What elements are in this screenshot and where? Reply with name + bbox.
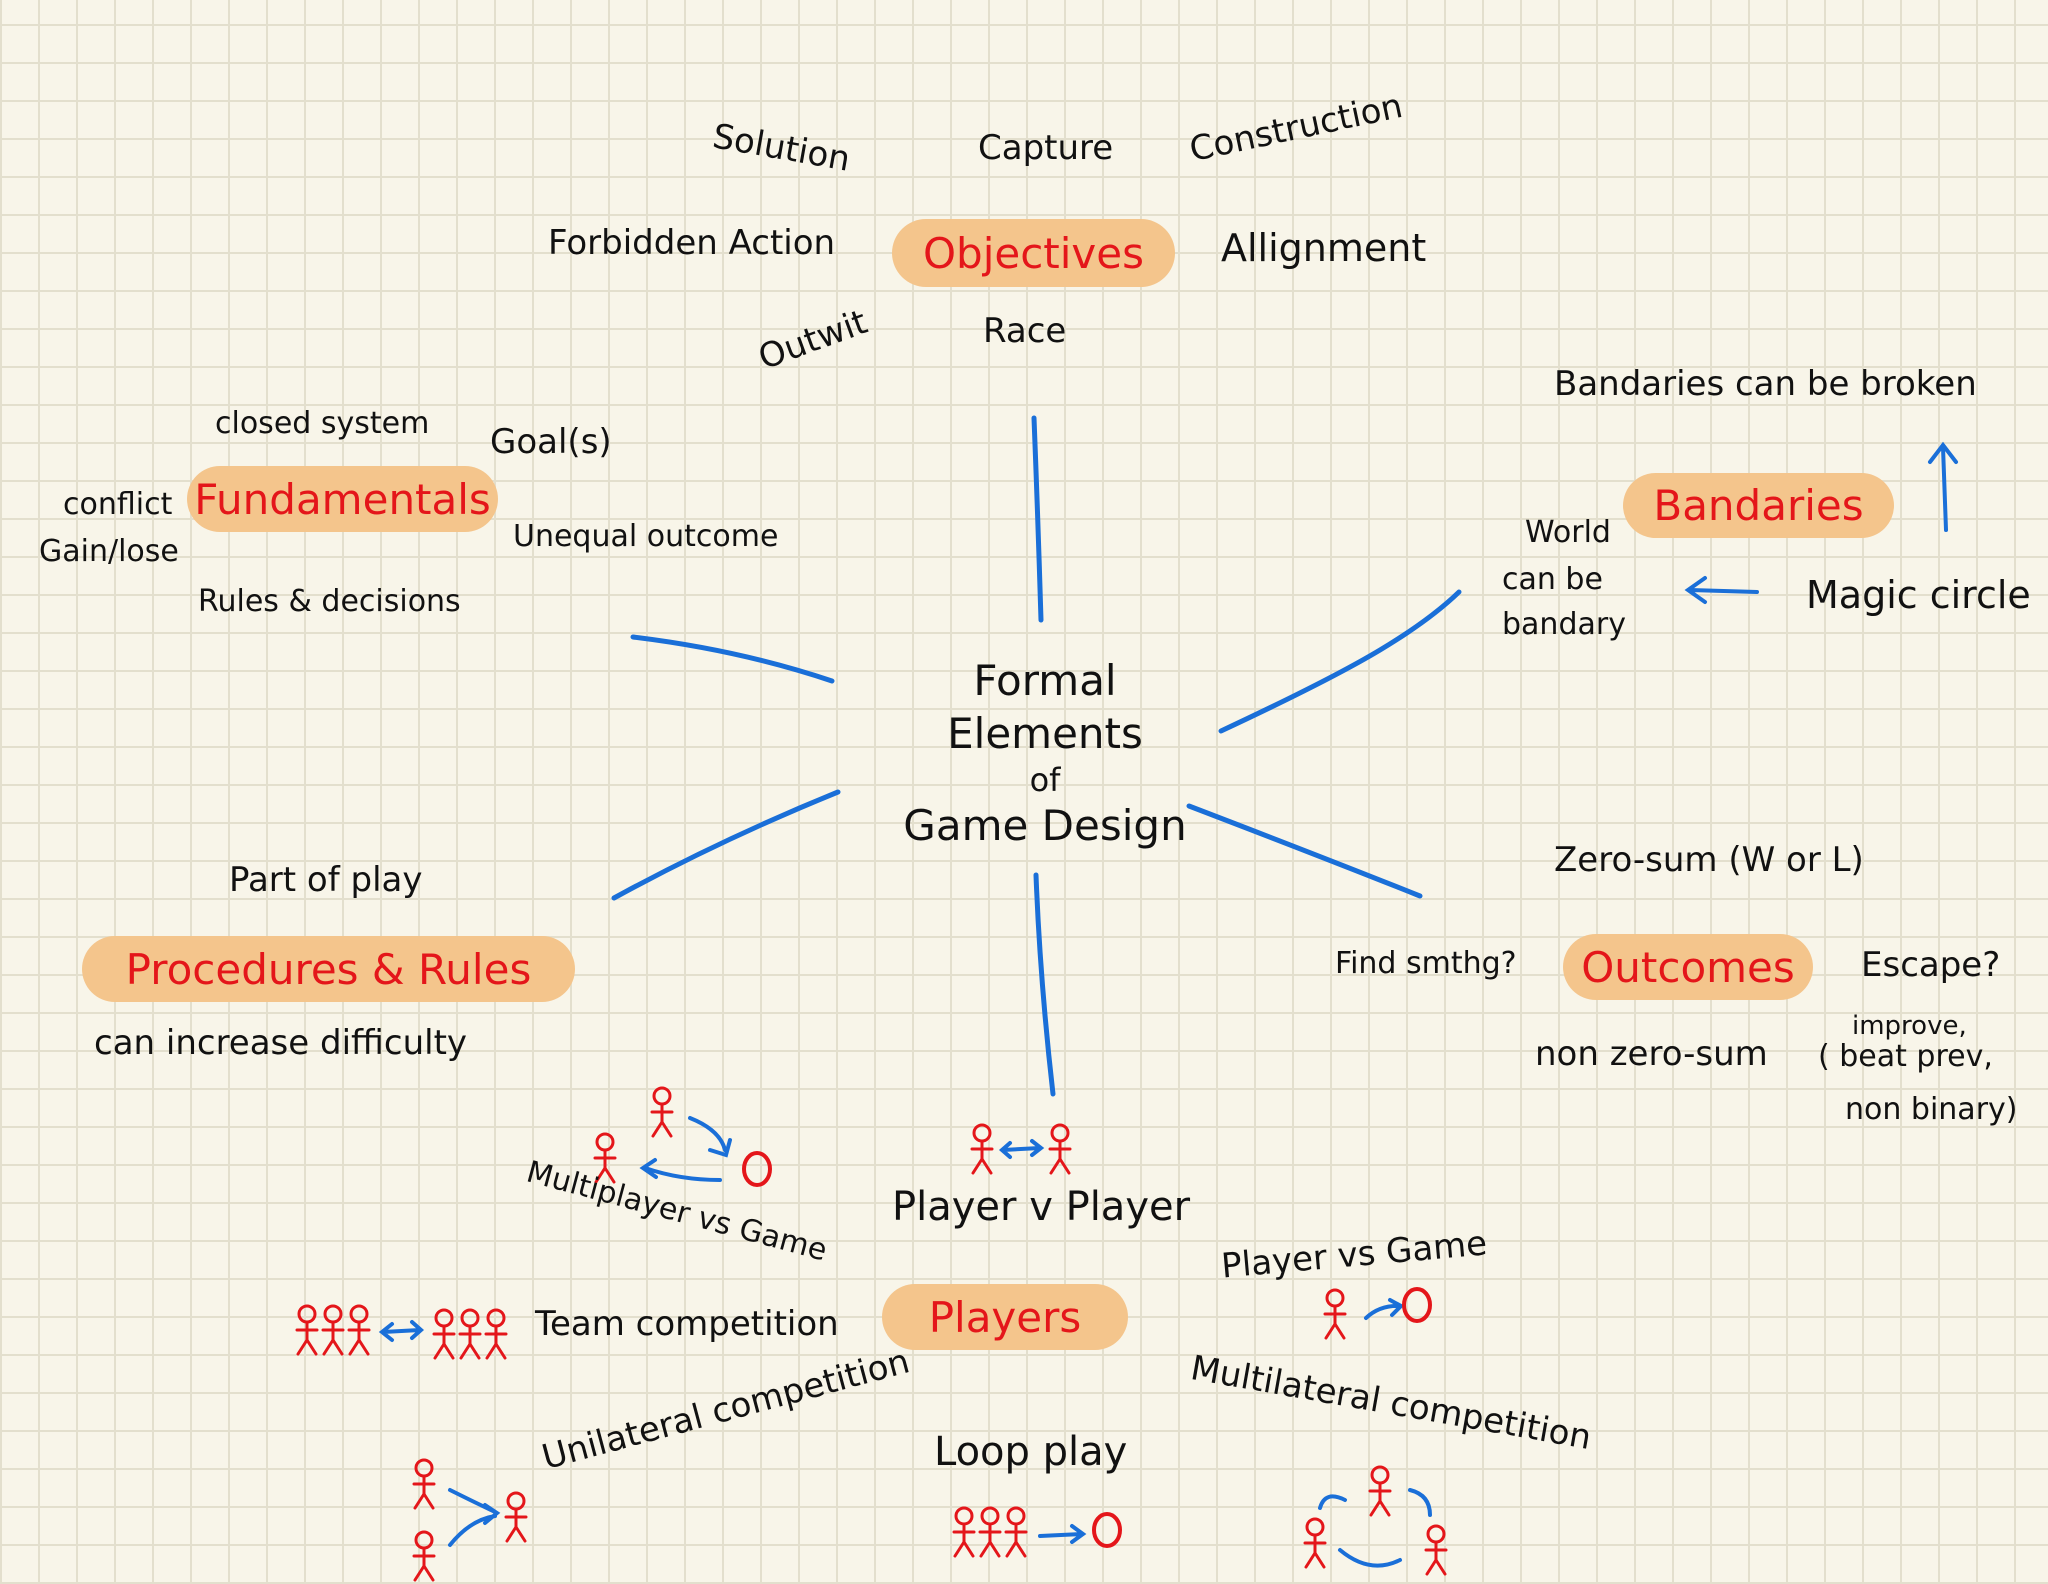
center-line-3: Game Design xyxy=(903,801,1187,850)
player-figure-icon xyxy=(650,1086,674,1138)
outcome-item: improve, xyxy=(1852,1011,1967,1041)
center-line-2: of xyxy=(1029,761,1061,799)
game-circle-icon xyxy=(1092,1512,1122,1548)
branch-boundaries xyxy=(1218,589,1462,734)
arrow-pvp-icon xyxy=(998,1139,1045,1159)
player-figure-icon xyxy=(1323,1288,1347,1340)
branch-procedures xyxy=(611,789,841,901)
boundary-item: Magic circle xyxy=(1806,573,2031,617)
fundamental-item: Rules & decisions xyxy=(198,584,461,619)
arrow-pvg-icon xyxy=(1364,1298,1405,1320)
player-figure-icon xyxy=(952,1506,976,1558)
player-figure-icon xyxy=(1303,1517,1327,1569)
player-figure-icon xyxy=(1048,1123,1072,1175)
player-item: Loop play xyxy=(934,1429,1128,1475)
player-figure-icon xyxy=(321,1304,345,1356)
branch-players xyxy=(1033,872,1056,1097)
game-circle-icon xyxy=(742,1151,772,1187)
player-figure-icon xyxy=(347,1304,371,1356)
node-procedures-rules: Procedures & Rules xyxy=(82,936,575,1002)
arrow-left-icon xyxy=(1684,576,1759,604)
arrow-unilateral-icon xyxy=(448,1488,501,1547)
fundamental-item: Gain/lose xyxy=(39,534,179,569)
player-figure-icon xyxy=(970,1123,994,1175)
boundary-item: bandary xyxy=(1502,607,1626,642)
objective-item: Capture xyxy=(978,128,1114,168)
central-topic: Formal Elements of Game Design xyxy=(880,655,1210,853)
player-figure-icon xyxy=(484,1308,508,1360)
node-objectives: Objectives xyxy=(892,219,1175,287)
center-line-1: Formal Elements xyxy=(947,656,1143,758)
outcome-item: Escape? xyxy=(1861,945,2001,985)
player-figure-icon xyxy=(1368,1465,1392,1517)
outcome-item: non zero-sum xyxy=(1535,1034,1768,1074)
node-boundaries: Bandaries xyxy=(1623,473,1894,538)
arrow-multilateral-icon xyxy=(1318,1488,1432,1568)
player-figure-icon xyxy=(504,1491,528,1543)
node-outcomes: Outcomes xyxy=(1563,934,1813,1000)
fundamental-item: conflict xyxy=(63,487,173,522)
fundamental-item: closed system xyxy=(215,406,430,441)
game-circle-icon xyxy=(1402,1287,1432,1323)
node-fundamentals: Fundamentals xyxy=(187,466,498,532)
procedure-item: can increase difficulty xyxy=(94,1023,468,1063)
arrow-loop-icon xyxy=(1038,1524,1087,1544)
player-figure-icon xyxy=(412,1458,436,1510)
procedure-item: Part of play xyxy=(229,860,423,900)
outcome-item: Find smthg? xyxy=(1335,946,1517,981)
player-figure-icon xyxy=(432,1308,456,1360)
boundary-item: can be xyxy=(1502,562,1603,597)
player-figure-icon xyxy=(1424,1524,1448,1576)
fundamental-item: Goal(s) xyxy=(490,422,612,462)
outcome-item: non binary) xyxy=(1845,1092,2018,1127)
arrow-up-icon xyxy=(1928,441,1958,532)
node-players: Players xyxy=(882,1284,1128,1350)
player-item: Player v Player xyxy=(892,1184,1191,1230)
outcome-item: ( beat prev, xyxy=(1818,1039,1993,1074)
arrow-multiplayer-icon xyxy=(639,1116,732,1182)
player-figure-icon xyxy=(978,1506,1002,1558)
objective-item: Forbidden Action xyxy=(548,223,836,263)
outcome-item: Zero-sum (W or L) xyxy=(1554,840,1864,880)
branch-outcomes xyxy=(1186,803,1423,899)
player-figure-icon xyxy=(295,1304,319,1356)
fundamental-item: Unequal outcome xyxy=(513,519,779,554)
player-figure-icon xyxy=(458,1308,482,1360)
objective-item: Race xyxy=(983,311,1067,351)
branch-objectives xyxy=(1031,415,1044,623)
player-item: Team competition xyxy=(535,1304,839,1344)
objective-item: Allignment xyxy=(1221,226,1427,270)
player-figure-icon xyxy=(412,1530,436,1582)
arrow-team-icon xyxy=(378,1320,425,1342)
branch-fundamentals xyxy=(630,634,835,684)
boundary-item: Bandaries can be broken xyxy=(1554,364,1977,404)
boundary-item: World xyxy=(1525,515,1611,550)
player-figure-icon xyxy=(1004,1506,1028,1558)
